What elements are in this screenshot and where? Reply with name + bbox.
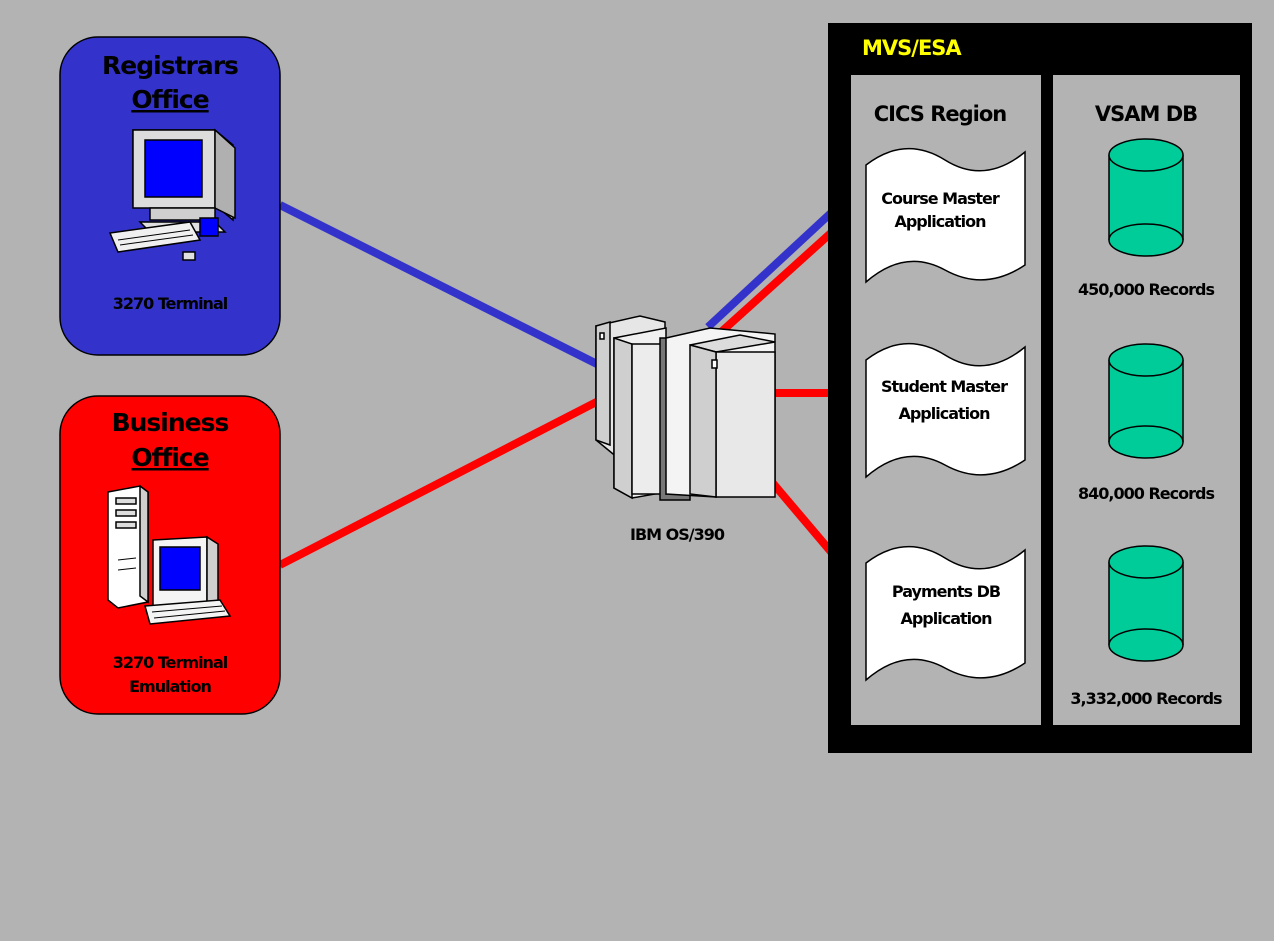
registrars-to-mainframe-link <box>278 201 607 372</box>
database-cylinder-icon <box>1108 138 1184 257</box>
document-icon <box>865 148 1026 284</box>
database-cylinder-icon <box>1108 545 1184 662</box>
mainframe-to-course-app-red-link <box>717 229 835 336</box>
business-office-subtitle: Office <box>131 443 208 472</box>
app-label-line2: Application <box>900 609 992 628</box>
app-label-line2: Application <box>898 404 990 423</box>
student-master-application: Student Master Application <box>865 343 1026 479</box>
business-to-mainframe-link <box>278 391 612 569</box>
app-label-line1: Payments DB <box>892 582 1001 601</box>
payments-db-application: Payments DB Application <box>865 546 1026 682</box>
vsam-database-1: 450,000 Records <box>1078 138 1215 299</box>
database-records-label: 450,000 Records <box>1078 280 1214 299</box>
cics-region-title: CICS Region <box>874 102 1007 126</box>
app-label-line1: Course Master <box>881 189 1000 208</box>
business-device-label-line1: 3270 Terminal <box>113 653 228 672</box>
registrars-device-label: 3270 Terminal <box>113 294 228 313</box>
mainframe-to-course-app-blue-link <box>705 209 835 330</box>
mvs-esa-label: MVS/ESA <box>862 36 962 60</box>
crt-terminal-icon <box>108 128 236 261</box>
app-label-line2: Application <box>894 212 986 231</box>
business-office-title: Business <box>112 408 229 437</box>
document-icon <box>865 343 1026 479</box>
vsam-db-panel: VSAM DB 450,000 Records 840,000 Records <box>1053 75 1240 725</box>
course-master-application: Course Master Application <box>865 148 1026 284</box>
database-records-label: 3,332,000 Records <box>1070 689 1222 708</box>
document-icon <box>865 546 1026 682</box>
registrars-office-title: Registrars <box>102 51 238 80</box>
app-label-line1: Student Master <box>881 377 1008 396</box>
database-records-label: 840,000 Records <box>1078 484 1214 503</box>
pc-tower-icon <box>107 484 232 625</box>
vsam-database-2: 840,000 Records <box>1078 343 1215 503</box>
business-office: Business Office 3270 Terminal Emulation <box>59 395 281 715</box>
business-device-label-line2: Emulation <box>129 677 211 696</box>
mainframe-icon <box>595 315 776 501</box>
vsam-db-title: VSAM DB <box>1095 102 1197 126</box>
mvs-esa-region: MVS/ESA CICS Region Course Master Applic… <box>828 23 1252 753</box>
registrars-office-subtitle: Office <box>131 85 208 114</box>
registrars-office: Registrars Office 3270 Terminal <box>59 36 281 356</box>
vsam-database-3: 3,332,000 Records <box>1070 545 1223 708</box>
database-cylinder-icon <box>1108 343 1184 459</box>
mainframe-label: IBM OS/390 <box>630 525 725 544</box>
mainframe: IBM OS/390 <box>595 315 776 544</box>
cics-region-panel: CICS Region Course Master Application St… <box>851 75 1041 725</box>
